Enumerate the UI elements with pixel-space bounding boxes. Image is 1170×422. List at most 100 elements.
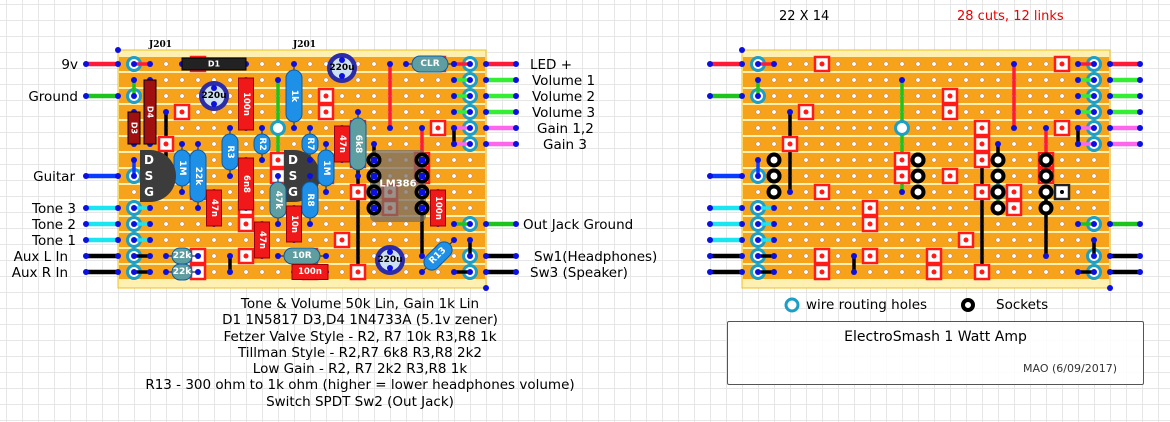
legend-sockets: Sockets	[960, 297, 1048, 313]
hole	[771, 141, 777, 147]
track-cut-dot	[435, 125, 441, 131]
wire-node	[467, 237, 473, 243]
wire-node	[707, 205, 713, 211]
hole	[1027, 253, 1033, 259]
hole	[1027, 93, 1033, 99]
hole	[963, 141, 969, 147]
hole	[435, 93, 441, 99]
wire-node	[513, 93, 519, 99]
hole	[1059, 157, 1065, 163]
hole	[947, 237, 953, 243]
hole	[963, 77, 969, 83]
hole	[867, 61, 873, 67]
wire-node	[755, 173, 761, 179]
track-cut-dot	[979, 269, 985, 275]
jfet-q1-pin-G: G	[144, 185, 154, 199]
wire-node	[1107, 269, 1113, 275]
cap-node	[339, 57, 345, 63]
hole	[819, 173, 825, 179]
hole	[771, 93, 777, 99]
hole	[787, 93, 793, 99]
wire-node	[195, 269, 201, 275]
hole	[211, 157, 217, 163]
hole	[1011, 253, 1017, 259]
wire-node	[419, 253, 425, 259]
hole	[883, 93, 889, 99]
hole	[963, 269, 969, 275]
wire-node	[131, 269, 137, 275]
copper-strip	[743, 169, 1109, 183]
hole	[227, 237, 233, 243]
hole	[787, 61, 793, 67]
hole	[195, 125, 201, 131]
hole	[851, 125, 857, 131]
hole	[995, 237, 1001, 243]
jfet-q1	[140, 150, 176, 202]
label-tone-2: Tone 2	[32, 217, 76, 233]
wire-node	[467, 269, 473, 275]
hole	[1011, 269, 1017, 275]
resistor-22k-aux-r-label: 22k	[173, 267, 193, 277]
ic-pin	[371, 173, 377, 179]
hole	[851, 77, 857, 83]
hole	[995, 77, 1001, 83]
wire-hole-icon	[784, 297, 800, 313]
hole	[867, 269, 873, 275]
hole	[259, 173, 265, 179]
corner-node	[483, 285, 489, 291]
wire-node	[1075, 141, 1081, 147]
hole	[371, 125, 377, 131]
hole	[819, 237, 825, 243]
diode-d4-label: D4	[146, 106, 155, 119]
wire-node	[899, 189, 905, 195]
hole	[947, 269, 953, 275]
note-line: Tone & Volume 50k Lin, Gain 1k Lin	[240, 296, 480, 312]
hole	[867, 77, 873, 83]
hole	[227, 189, 233, 195]
hole	[1027, 141, 1033, 147]
resistor-r7-label: R7	[305, 137, 315, 150]
track-cut-dot	[979, 125, 985, 131]
hole	[163, 205, 169, 211]
hole	[403, 109, 409, 115]
hole	[259, 93, 265, 99]
wire-node	[275, 253, 281, 259]
hole	[1059, 269, 1065, 275]
hole	[259, 205, 265, 211]
hole	[979, 77, 985, 83]
hole	[947, 221, 953, 227]
hole	[931, 93, 937, 99]
label-aux-r-in: Aux R In	[11, 265, 68, 281]
wire-node	[275, 221, 281, 227]
hole	[259, 61, 265, 67]
track-cut-dot	[1011, 205, 1017, 211]
hole	[835, 61, 841, 67]
hole	[835, 109, 841, 115]
hole	[835, 173, 841, 179]
hole	[435, 173, 441, 179]
hole	[403, 221, 409, 227]
wire-node	[467, 253, 473, 259]
hole	[883, 189, 889, 195]
hole	[1059, 93, 1065, 99]
wire-node	[707, 61, 713, 67]
hole	[435, 157, 441, 163]
wire-node	[323, 253, 329, 259]
wire-node	[755, 77, 761, 83]
track-cut-dot	[1011, 189, 1017, 195]
ic-pin	[419, 205, 425, 211]
ic-socket	[1038, 184, 1054, 200]
hole	[195, 109, 201, 115]
hole	[835, 205, 841, 211]
wire-node	[1137, 93, 1143, 99]
hole	[435, 269, 441, 275]
hole	[1059, 205, 1065, 211]
wire-node	[1091, 77, 1097, 83]
track-cut-dot	[899, 173, 905, 179]
hole	[1091, 157, 1097, 163]
wire-node	[1075, 221, 1081, 227]
hole	[787, 269, 793, 275]
hole	[435, 237, 441, 243]
wire-node	[483, 93, 489, 99]
hole	[771, 109, 777, 115]
